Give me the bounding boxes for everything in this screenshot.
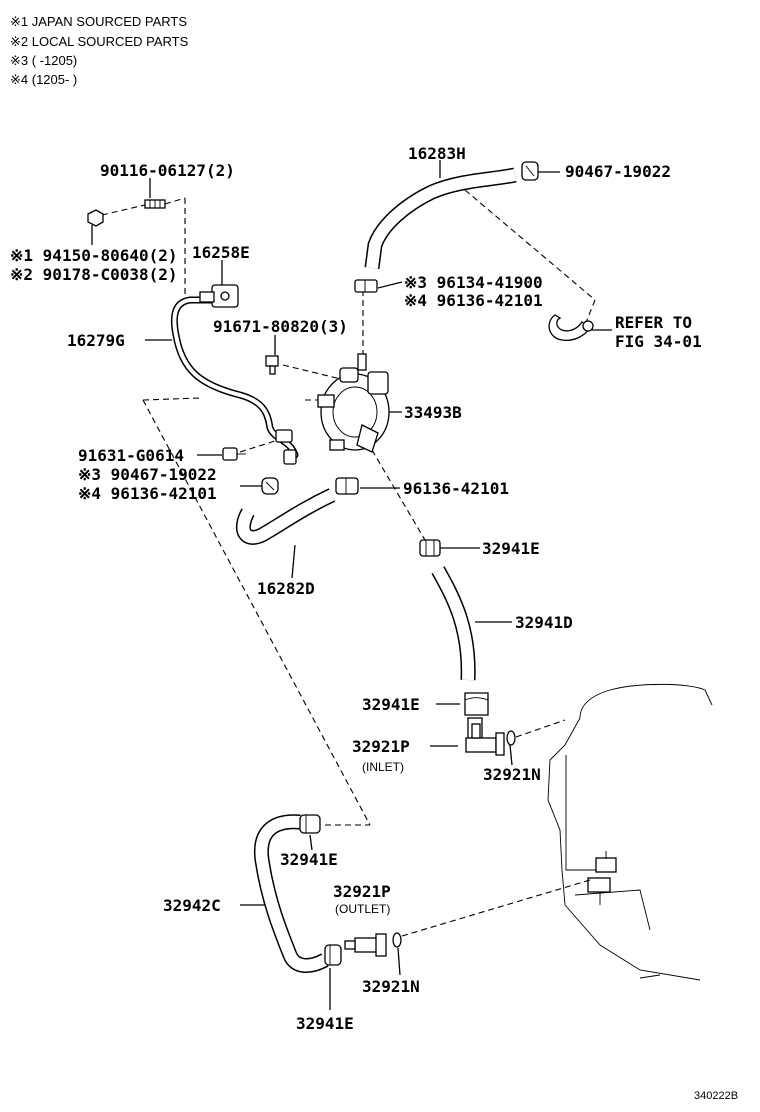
inlet-label: (INLET) — [362, 760, 404, 774]
clamp-90467-mid — [261, 477, 279, 495]
label-94150-80640: ※1 94150-80640(2) — [10, 246, 178, 265]
valve-32921p-outlet — [344, 933, 387, 957]
label-90178-c0038: ※2 90178-C0038(2) — [10, 265, 178, 284]
pipe-16279g — [170, 296, 299, 459]
label-90467-19022-mid: ※3 90467-19022 — [78, 465, 217, 484]
pipe-end-fitting — [275, 429, 297, 465]
label-32921n-a: 32921N — [483, 765, 541, 784]
legend-local-sourced: ※2 LOCAL SOURCED PARTS — [10, 34, 189, 49]
hose-32942c — [253, 814, 329, 973]
bolt-90116 — [144, 199, 166, 209]
label-16258e: 16258E — [192, 243, 250, 262]
flange-16258e — [199, 284, 239, 308]
label-16282d: 16282D — [257, 579, 315, 598]
label-96136-42101-mid: ※4 96136-42101 — [78, 484, 217, 503]
legend-date-before: ※3 ( ‑1205) — [10, 53, 77, 68]
label-96136-42101-right: 96136-42101 — [403, 479, 509, 498]
clamp-96136-right — [335, 477, 359, 495]
figure-id: 340222B — [694, 1090, 738, 1102]
legend-date-after: ※4 (1205‑ ) — [10, 72, 77, 87]
gasket-32921n-a — [506, 730, 516, 746]
label-32941d: 32941D — [515, 613, 573, 632]
label-33493b: 33493B — [404, 403, 462, 422]
label-91671-80820: 91671-80820(3) — [213, 317, 348, 336]
hose-16282d — [236, 488, 336, 545]
clamp-32941e-c — [299, 814, 321, 834]
outlet-label: (OUTLET) — [335, 902, 390, 916]
refer-to-label: REFER TO — [615, 313, 692, 332]
part-labels: 90116-06127(2) 16283H 90467-19022 ※1 941… — [10, 144, 738, 1102]
hose-32941d — [431, 566, 476, 681]
label-32941e-a: 32941E — [482, 539, 540, 558]
label-32921p-outlet: 32921P — [333, 882, 391, 901]
label-90116-06127: 90116-06127(2) — [100, 161, 235, 180]
engine-outline — [547, 683, 713, 981]
label-32921n-b: 32921N — [362, 977, 420, 996]
leader-lines — [91, 160, 612, 1010]
gasket-32921n-b — [392, 932, 402, 948]
clamp-32941e-a — [419, 539, 441, 557]
label-16283h: 16283H — [408, 144, 466, 163]
legend: ※1 JAPAN SOURCED PARTS ※2 LOCAL SOURCED … — [10, 14, 189, 87]
label-16279g: 16279G — [67, 331, 125, 350]
label-90467-19022-top: 90467-19022 — [565, 162, 671, 181]
valve-32921p-inlet — [465, 717, 505, 756]
clamp-90467-top — [521, 161, 539, 181]
label-91631-g0614: 91631-G0614 — [78, 446, 184, 465]
legend-japan-sourced: ※1 JAPAN SOURCED PARTS — [10, 14, 187, 29]
clamp-32941e-d — [324, 944, 342, 966]
label-32941e-c: 32941E — [280, 850, 338, 869]
clip-refer-fig — [548, 314, 594, 341]
hose-16283h — [364, 167, 517, 269]
refer-fig-label: FIG 34-01 — [615, 332, 702, 351]
label-32941e-d: 32941E — [296, 1014, 354, 1033]
label-32941e-b: 32941E — [362, 695, 420, 714]
vacuum-pump-33493b — [317, 353, 390, 453]
bolt-91631 — [222, 447, 246, 461]
nut-94150 — [87, 209, 104, 227]
clamp-32941e-b — [464, 692, 489, 716]
engine-bracket — [587, 851, 617, 905]
label-96134-41900: ※3 96134-41900 — [404, 273, 543, 292]
bolt-91671 — [265, 355, 279, 375]
clamp-96134 — [354, 279, 378, 293]
label-32942c: 32942C — [163, 896, 221, 915]
label-32921p-inlet: 32921P — [352, 737, 410, 756]
label-96136-42101-top: ※4 96136-42101 — [404, 291, 543, 310]
